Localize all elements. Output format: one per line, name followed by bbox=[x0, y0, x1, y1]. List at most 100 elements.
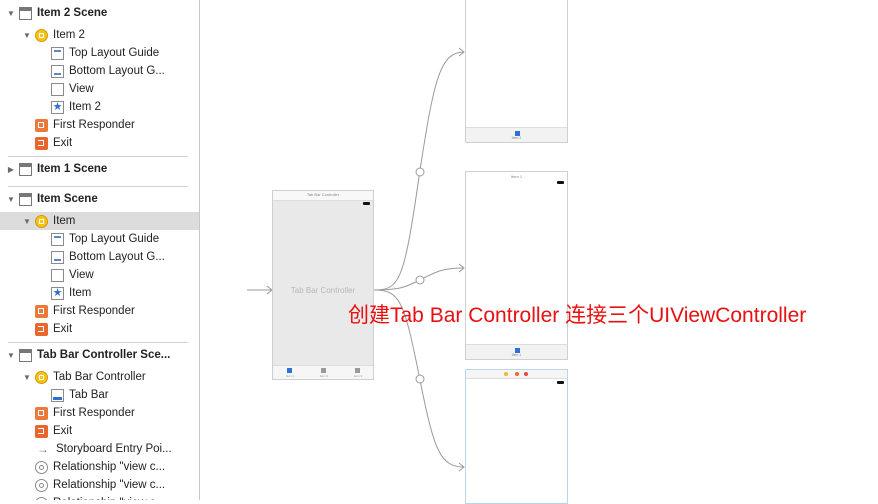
outline-row[interactable]: ▼ Item 2 bbox=[0, 26, 199, 44]
outline-row-label: First Responder bbox=[53, 305, 135, 317]
item-1-tab-bar: Item 1 bbox=[466, 344, 567, 359]
tab-bar-controller-scene[interactable]: Tab Bar Controller Tab Bar Controller It… bbox=[272, 190, 374, 380]
outline-row[interactable]: First Responder bbox=[0, 404, 199, 422]
outline-row-label: Item 2 bbox=[53, 29, 85, 41]
item-view-controller-scene[interactable] bbox=[465, 369, 568, 504]
scene-icon bbox=[19, 348, 32, 362]
tbc-nav-title: Tab Bar Controller bbox=[306, 192, 340, 197]
outline-row[interactable]: View bbox=[0, 266, 199, 284]
disclosure-expanded-icon[interactable]: ▼ bbox=[23, 216, 31, 226]
outline-row-label: Top Layout Guide bbox=[69, 47, 160, 59]
outline-row-label: Exit bbox=[53, 425, 73, 437]
item-2-view-controller-scene[interactable]: Item 2 bbox=[465, 0, 568, 143]
outline-row-label: Relationship "view c... bbox=[53, 479, 166, 491]
outline-row[interactable]: ▼Item 2 Scene bbox=[0, 4, 199, 22]
segue-bottom-badge[interactable] bbox=[415, 374, 425, 384]
outline-row-label: Bottom Layout G... bbox=[69, 251, 165, 263]
outline-separator bbox=[8, 342, 188, 343]
outline-row[interactable]: ▼ Tab Bar Controller Sce... bbox=[0, 346, 199, 364]
outline-row-label: Item bbox=[53, 215, 76, 227]
tab-item-2-icon[interactable] bbox=[321, 368, 326, 373]
item-1-view-controller-scene[interactable]: Item 1 Item 1 bbox=[465, 171, 568, 360]
item-2-tab-icon bbox=[514, 131, 520, 136]
outline-row[interactable]: Bottom Layout G... bbox=[0, 62, 199, 80]
battery-icon bbox=[557, 181, 564, 184]
disclosure-expanded-icon[interactable]: ▼ bbox=[23, 372, 31, 382]
outline-row[interactable]: View bbox=[0, 80, 199, 98]
outline-row[interactable]: ★Item bbox=[0, 284, 199, 302]
first-responder-dock-icon[interactable] bbox=[515, 372, 519, 376]
outline-row[interactable]: →Storyboard Entry Poi... bbox=[0, 440, 199, 458]
tbc-nav-bar: Tab Bar Controller bbox=[273, 191, 373, 201]
outline-row[interactable]: First Responder bbox=[0, 116, 199, 134]
top-layout-guide-icon bbox=[51, 46, 64, 60]
outline-row[interactable]: ▼ Tab Bar Controller bbox=[0, 368, 199, 386]
view-icon bbox=[51, 268, 64, 282]
tbc-center-label: Tab Bar Controller bbox=[290, 286, 356, 295]
view-controller-icon bbox=[35, 214, 48, 228]
tab-item-1-icon[interactable] bbox=[287, 368, 292, 373]
tab-bar-item-star-icon: ★ bbox=[51, 100, 64, 114]
outline-row-label: View bbox=[69, 269, 94, 281]
disclosure-collapsed-icon[interactable]: ▶ bbox=[7, 164, 15, 174]
segue-top-arrowhead bbox=[458, 47, 465, 57]
first-responder-icon bbox=[35, 304, 48, 318]
outline-row[interactable]: Relationship "view c... bbox=[0, 494, 199, 500]
tab-item-1-caption: Item 1 bbox=[285, 374, 295, 378]
disclosure-expanded-icon[interactable]: ▼ bbox=[7, 194, 15, 204]
outline-row[interactable]: Bottom Layout G... bbox=[0, 248, 199, 266]
outline-row-label: Bottom Layout G... bbox=[69, 65, 165, 77]
item-1-tab-icon bbox=[514, 348, 520, 353]
entry-arrow-icon: → bbox=[37, 441, 49, 456]
tab-item-3-caption: Item 3 bbox=[353, 374, 363, 378]
outline-row-label: Tab Bar bbox=[69, 389, 109, 401]
outline-row-label: Exit bbox=[53, 137, 73, 149]
outline-row-label: Tab Bar Controller bbox=[53, 371, 146, 383]
storyboard-canvas[interactable]: Tab Bar Controller Tab Bar Controller It… bbox=[200, 0, 878, 504]
outline-row[interactable]: ▼ Item Scene bbox=[0, 190, 199, 208]
battery-icon bbox=[363, 202, 370, 205]
outline-row-label: First Responder bbox=[53, 119, 135, 131]
tab-bar-item-star-icon: ★ bbox=[51, 286, 64, 300]
annotation-caption: 创建Tab Bar Controller 连接三个UIViewControlle… bbox=[348, 304, 807, 327]
outline-row[interactable]: Top Layout Guide bbox=[0, 230, 199, 248]
outline-row-label: Item Scene bbox=[37, 193, 98, 205]
item-2-tab-caption: Item 2 bbox=[511, 136, 522, 140]
outline-row[interactable]: Exit bbox=[0, 134, 199, 152]
outline-row[interactable]: First Responder bbox=[0, 302, 199, 320]
outline-separator bbox=[8, 156, 188, 157]
outline-row[interactable]: Tab Bar bbox=[0, 386, 199, 404]
view-icon bbox=[51, 82, 64, 96]
outline-row[interactable]: Top Layout Guide bbox=[0, 44, 199, 62]
relationship-icon bbox=[35, 496, 48, 500]
outline-row[interactable]: Relationship "view c... bbox=[0, 476, 199, 494]
bottom-layout-guide-icon bbox=[51, 64, 64, 78]
outline-row[interactable]: Exit bbox=[0, 320, 199, 338]
outline-row[interactable]: Relationship "view c... bbox=[0, 458, 199, 476]
exit-icon bbox=[35, 424, 48, 438]
segue-top-badge[interactable] bbox=[415, 167, 425, 177]
segue-middle-badge[interactable] bbox=[415, 275, 425, 285]
exit-icon bbox=[35, 136, 48, 150]
disclosure-expanded-icon[interactable]: ▼ bbox=[7, 350, 15, 360]
exit-icon bbox=[35, 322, 48, 336]
view-controller-icon bbox=[35, 28, 48, 42]
scene-dock[interactable] bbox=[466, 370, 567, 379]
outline-row-label: First Responder bbox=[53, 407, 135, 419]
outline-row[interactable]: ▶ Item 1 Scene bbox=[0, 160, 199, 178]
outline-row-label: Item 1 Scene bbox=[37, 163, 108, 175]
exit-dock-icon[interactable] bbox=[524, 372, 528, 376]
tab-item-3-icon[interactable] bbox=[355, 368, 360, 373]
outline-row[interactable]: Exit bbox=[0, 422, 199, 440]
tbc-tab-bar[interactable]: Item 1 Item 2 Item 3 bbox=[273, 365, 373, 379]
disclosure-expanded-icon[interactable]: ▼ bbox=[23, 30, 31, 40]
outline-row-label: Tab Bar Controller Sce... bbox=[37, 349, 171, 361]
outline-separator bbox=[8, 186, 188, 187]
outline-row[interactable]: ▼ Item bbox=[0, 212, 199, 230]
outline-row-label: Relationship "view c... bbox=[53, 461, 166, 473]
view-controller-icon bbox=[35, 370, 48, 384]
disclosure-expanded-icon[interactable]: ▼ bbox=[7, 8, 15, 18]
outline-row[interactable]: ★Item 2 bbox=[0, 98, 199, 116]
relationship-icon bbox=[35, 460, 48, 474]
view-controller-dock-icon[interactable] bbox=[504, 372, 508, 376]
